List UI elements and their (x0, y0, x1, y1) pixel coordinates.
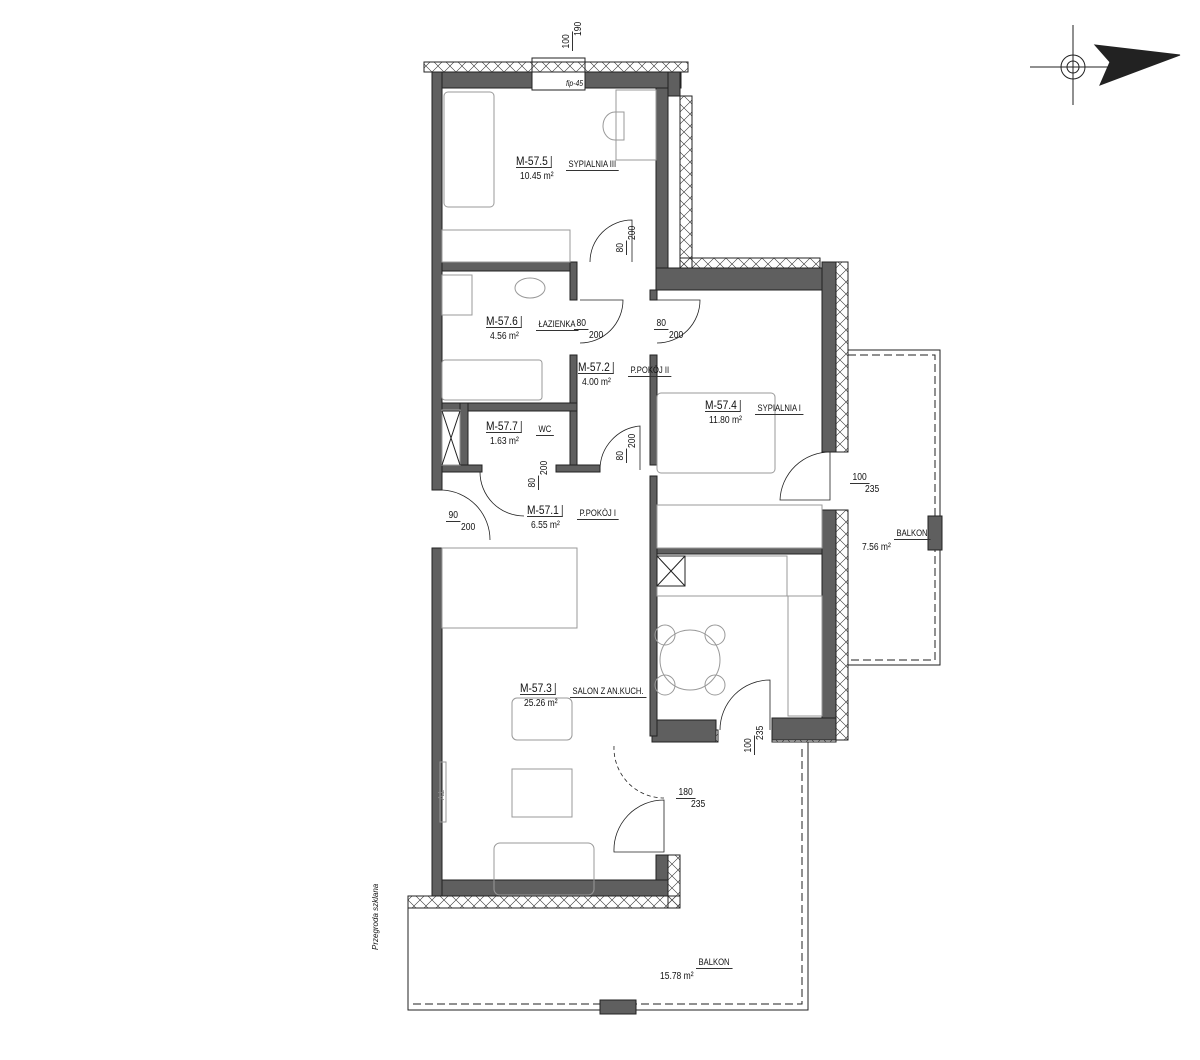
opening-height: 200 (669, 330, 684, 341)
room-name: WC (536, 424, 554, 436)
room-code: M-57.3 (520, 682, 557, 695)
opening-height: 200 (627, 225, 638, 240)
opening-height: 235 (691, 799, 706, 810)
glass-partition-note: Przegroda szklana (371, 883, 380, 950)
insulation (407, 61, 849, 909)
furniture (439, 89, 823, 896)
room-code: M-57.6 (486, 315, 523, 328)
opening-height: 190 (573, 21, 584, 36)
opening-width: 100 (743, 735, 755, 755)
room-name: ŁAZIENKA (536, 319, 579, 331)
balcony-area: 7.56 m² (862, 542, 891, 553)
room-name: P.POKÓJ I (577, 508, 619, 520)
room-code: M-57.5 (516, 155, 553, 168)
room-code: M-57.2 (578, 361, 615, 374)
tv-label: TV (436, 790, 445, 801)
opening-height: 200 (589, 330, 604, 341)
opening-width: 90 (446, 510, 461, 522)
balcony-outlines (407, 57, 943, 1015)
room-name: SYPIALNIA I (755, 403, 804, 415)
opening-width: 80 (654, 318, 669, 330)
room-name: SALON Z AN.KUCH. (570, 686, 647, 698)
room-area: 11.80 m² (709, 415, 742, 426)
balcony-area: 15.78 m² (660, 971, 694, 982)
balcony-name: BALKON (894, 528, 931, 540)
opening-width: 100 (561, 31, 573, 51)
room-code: M-57.1 (527, 504, 564, 517)
room-area: 4.00 m² (582, 377, 611, 388)
room-area: 6.55 m² (531, 520, 560, 531)
opening-width: 80 (615, 448, 627, 463)
opening-width: 100 (850, 472, 870, 484)
room-area: 10.45 m² (520, 171, 554, 182)
doors (441, 219, 831, 853)
window-sill-note: fip-45 (566, 79, 584, 88)
room-area: 4.56 m² (490, 331, 519, 342)
opening-width: 180 (676, 787, 696, 799)
opening-height: 200 (627, 433, 638, 448)
room-code: M-57.4 (705, 399, 742, 412)
opening-height: 235 (865, 484, 880, 495)
room-area: 1.63 m² (490, 436, 519, 447)
opening-height: 200 (461, 522, 476, 533)
room-name: SYPIALNIA III (566, 159, 619, 171)
room-area: 25.26 m² (524, 698, 558, 709)
north-arrow-icon (1030, 25, 1181, 105)
opening-height: 200 (539, 460, 550, 475)
room-code: M-57.7 (486, 420, 523, 433)
opening-width: 80 (527, 475, 539, 490)
opening-width: 80 (574, 318, 589, 330)
walls (431, 71, 837, 897)
balcony-name: BALKON (696, 957, 733, 969)
room-name: P.POKÓJ II (628, 365, 672, 377)
opening-height: 235 (755, 725, 766, 740)
opening-width: 80 (615, 240, 627, 255)
